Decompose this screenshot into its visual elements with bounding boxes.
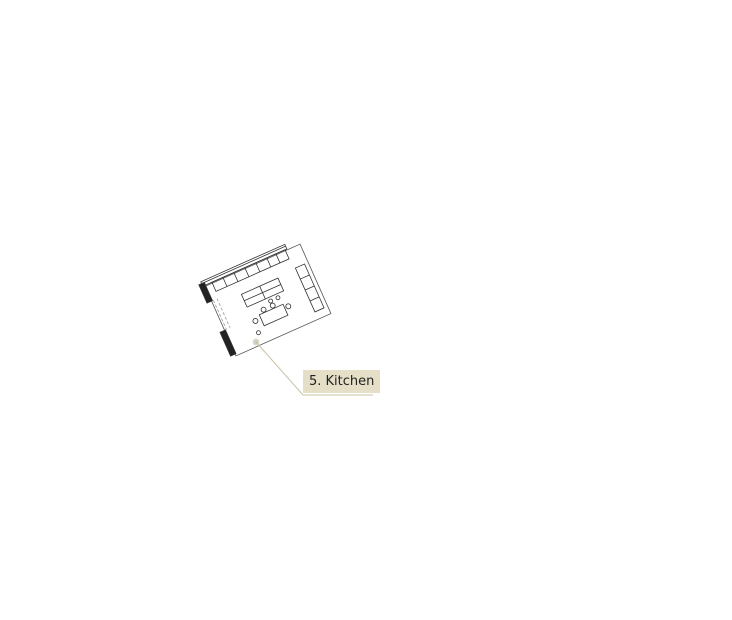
room-tag-leader: [255, 341, 373, 396]
wall-left-top: [198, 281, 213, 304]
dining-table: [258, 303, 289, 327]
counter-top: [211, 249, 290, 292]
wall-left-bottom: [219, 329, 237, 357]
room-tag-kitchen[interactable]: 5. Kitchen: [303, 370, 381, 393]
room-outline: [204, 243, 332, 357]
